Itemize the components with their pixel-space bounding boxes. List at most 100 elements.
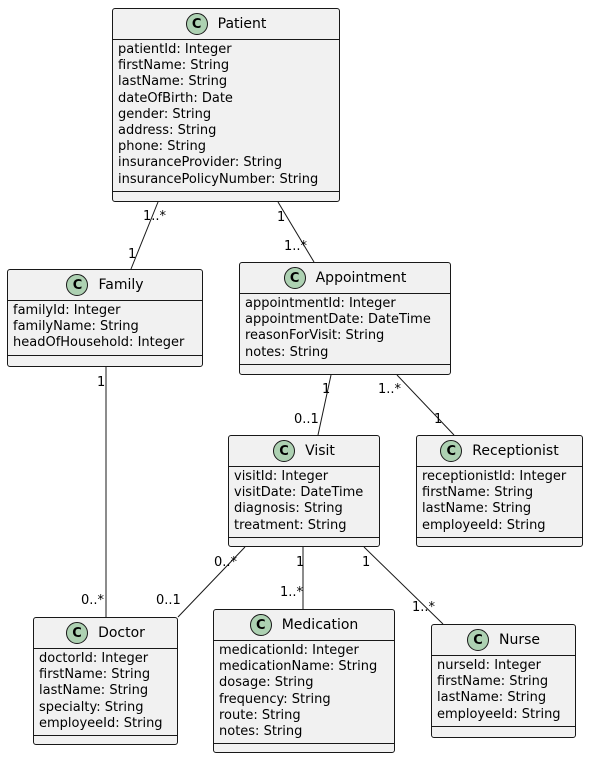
multiplicity-label: 1: [362, 555, 371, 570]
attribute: visitId: Integer: [234, 469, 329, 484]
attribute: nurseId: Integer: [437, 658, 541, 673]
attribute: specialty: String: [39, 699, 144, 715]
attribute: medicationName: String: [219, 659, 378, 675]
attribute: employeeId: String: [422, 517, 546, 533]
class-attributes: patientId: Integer firstName: String las…: [113, 40, 339, 192]
attribute: medicationId: Integer: [219, 643, 359, 658]
class-c-icon: C: [66, 622, 89, 644]
attribute: employeeId: String: [39, 715, 163, 731]
class-operations: [229, 538, 379, 545]
class-operations: [8, 356, 202, 363]
attribute: dosage: String: [219, 675, 314, 691]
class-header: C Patient: [113, 9, 339, 40]
association-patient-family: [130, 201, 159, 270]
class-attributes: medicationId: Integer medicationName: St…: [214, 641, 394, 745]
class-name: Doctor: [98, 625, 145, 641]
class-operations: [432, 727, 575, 734]
attribute: receptionistId: Integer: [422, 469, 567, 484]
class-c-icon: C: [466, 629, 489, 651]
class-name: Nurse: [498, 632, 540, 648]
attribute: familyId: Integer: [13, 303, 121, 318]
multiplicity-label: 1..*: [280, 585, 304, 600]
class-operations: [417, 538, 582, 545]
class-operations: [214, 744, 394, 751]
multiplicity-label: 1: [97, 375, 106, 390]
class-nurse[interactable]: C Nurse nurseId: Integer firstName: Stri…: [431, 624, 576, 738]
class-header: C Visit: [229, 436, 379, 467]
class-c-icon: C: [273, 440, 296, 462]
multiplicity-label: 1: [296, 555, 305, 570]
class-attributes: visitId: Integer visitDate: DateTime dia…: [229, 467, 379, 538]
attribute: patientId: Integer: [118, 42, 232, 57]
attribute: firstName: String: [39, 667, 151, 683]
multiplicity-label: 0..1: [156, 593, 181, 608]
attribute: insurancePolicyNumber: String: [118, 171, 319, 187]
multiplicity-label: 1..*: [143, 209, 167, 224]
attribute: doctorId: Integer: [39, 651, 149, 666]
class-attributes: receptionistId: Integer firstName: Strin…: [417, 467, 582, 538]
attribute: lastName: String: [118, 74, 228, 90]
attribute: diagnosis: String: [234, 501, 343, 517]
association-appointment-visit: [317, 374, 332, 436]
multiplicity-label: 0..*: [81, 593, 105, 608]
association-visit-nurse: [363, 546, 444, 625]
class-receptionist[interactable]: C Receptionist receptionistId: Integer f…: [416, 435, 583, 547]
class-operations: [113, 192, 339, 199]
attribute: firstName: String: [118, 58, 230, 74]
class-medication[interactable]: C Medication medicationId: Integer medic…: [213, 609, 395, 753]
attribute: reasonForVisit: String: [245, 328, 385, 344]
multiplicity-label: 0..1: [294, 412, 319, 427]
attribute: employeeId: String: [437, 706, 561, 722]
attribute: lastName: String: [437, 690, 547, 706]
attribute: firstName: String: [437, 674, 549, 690]
association-appointment-receptionist: [396, 374, 455, 436]
class-name: Receptionist: [472, 443, 559, 459]
class-header: C Nurse: [432, 625, 575, 656]
attribute: gender: String: [118, 106, 212, 122]
attribute: familyName: String: [13, 319, 139, 335]
class-family[interactable]: C Family familyId: Integer familyName: S…: [7, 269, 203, 367]
multiplicity-label: 1..*: [378, 382, 402, 397]
class-name: Medication: [281, 617, 359, 633]
class-patient[interactable]: C Patient patientId: Integer firstName: …: [112, 8, 340, 202]
multiplicity-label: 1: [434, 412, 443, 427]
multiplicity-label: 1: [128, 247, 137, 262]
attribute: notes: String: [245, 344, 329, 360]
attribute: dateOfBirth: Date: [118, 90, 233, 106]
multiplicity-label: 0..*: [214, 555, 238, 570]
class-header: C Receptionist: [417, 436, 582, 467]
association-patient-appointment: [277, 201, 315, 263]
attribute: appointmentDate: DateTime: [245, 312, 431, 328]
class-c-icon: C: [185, 13, 208, 35]
class-attributes: familyId: Integer familyName: String hea…: [8, 301, 202, 356]
class-name: Appointment: [315, 270, 407, 286]
multiplicity-label: 1..*: [284, 239, 308, 254]
attribute: firstName: String: [422, 485, 534, 501]
association-visit-doctor: [177, 546, 246, 618]
attribute: lastName: String: [39, 683, 149, 699]
attribute: address: String: [118, 123, 217, 139]
attribute: phone: String: [118, 139, 206, 155]
class-appointment[interactable]: C Appointment appointmentId: Integer app…: [239, 262, 451, 375]
attribute: headOfHousehold: Integer: [13, 335, 185, 351]
class-c-icon: C: [283, 267, 306, 289]
class-name: Visit: [305, 443, 335, 459]
attribute: insuranceProvider: String: [118, 155, 283, 171]
class-operations: [34, 736, 177, 743]
class-doctor[interactable]: C Doctor doctorId: Integer firstName: St…: [33, 617, 178, 745]
attribute: visitDate: DateTime: [234, 485, 364, 501]
class-attributes: doctorId: Integer firstName: String last…: [34, 649, 177, 737]
class-attributes: nurseId: Integer firstName: String lastN…: [432, 656, 575, 727]
class-header: C Medication: [214, 610, 394, 641]
multiplicity-label: 1..*: [412, 600, 436, 615]
attribute: frequency: String: [219, 691, 331, 707]
class-visit[interactable]: C Visit visitId: Integer visitDate: Date…: [228, 435, 380, 547]
class-c-icon: C: [440, 440, 463, 462]
class-operations: [240, 365, 450, 372]
class-attributes: appointmentId: Integer appointmentDate: …: [240, 294, 450, 365]
class-name: Family: [98, 277, 144, 293]
attribute: treatment: String: [234, 517, 347, 533]
attribute: route: String: [219, 707, 301, 723]
class-name: Patient: [217, 16, 267, 32]
